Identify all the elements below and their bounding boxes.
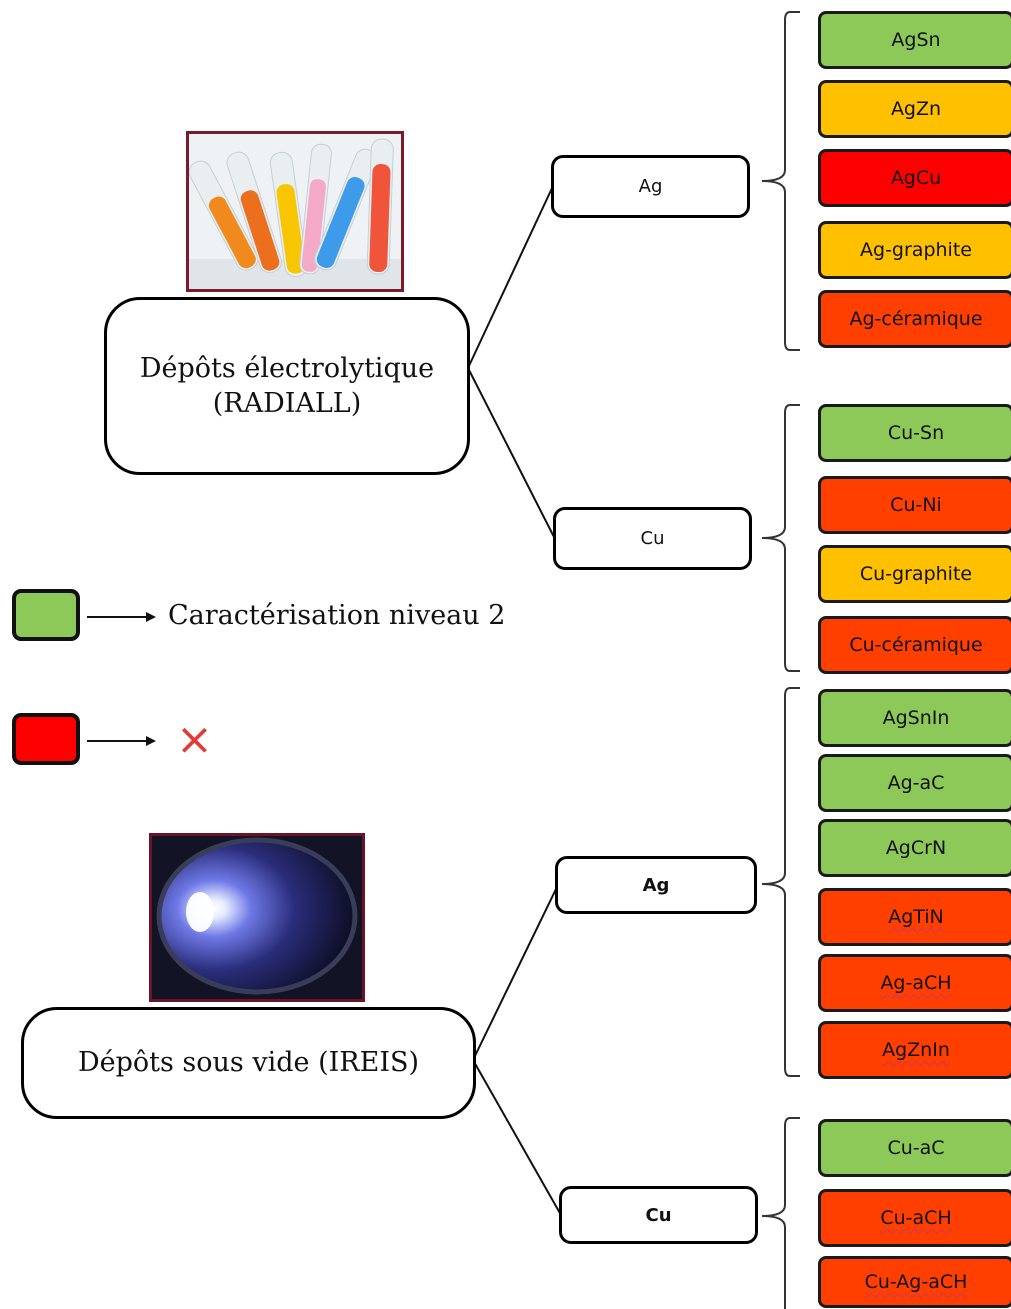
connector-ireis-cu <box>472 1059 562 1216</box>
leaf-item: Cu-graphite <box>818 545 1011 603</box>
connector-ireis-ag <box>472 886 558 1061</box>
leaf-item: Cu-Ni <box>818 476 1011 534</box>
bracket-radiall-ag <box>761 11 800 351</box>
leaf-label: AgZnIn <box>882 1039 950 1061</box>
branch-node-ireis-ag: Ag <box>555 856 757 914</box>
leaf-item: AgZn <box>818 80 1011 138</box>
plasma-chamber-photo <box>149 833 365 1002</box>
leaf-item: Cu-aCH <box>818 1189 1011 1247</box>
leaf-item: Cu-aC <box>818 1119 1011 1177</box>
leaf-label: Cu-Ag-aCH <box>864 1271 968 1293</box>
leaf-item: Cu-Ag-aCH <box>818 1256 1011 1308</box>
legend-swatch-green <box>12 589 80 641</box>
leaf-item: AgZnIn <box>818 1021 1011 1079</box>
leaf-item: Ag-aC <box>818 754 1011 812</box>
leaf-item: AgCrN <box>818 819 1011 877</box>
leaf-item: Cu-céramique <box>818 616 1011 674</box>
main-node-ireis: Dépôts sous vide (IREIS) <box>21 1007 476 1119</box>
connector-radiall-cu <box>467 367 556 540</box>
leaf-item: Ag-graphite <box>818 221 1011 279</box>
leaf-item: Cu-Sn <box>818 404 1011 462</box>
leaf-item: AgCu <box>818 149 1011 207</box>
connector-radiall-ag <box>467 185 554 369</box>
main-node-radiall: Dépôts électrolytique (RADIALL) <box>104 297 470 475</box>
right-arrow-icon <box>87 736 156 746</box>
leaf-item: AgSnIn <box>818 689 1011 747</box>
legend-swatch-red <box>12 713 80 765</box>
leaf-item: AgTiN <box>818 888 1011 946</box>
branch-node-radiall-ag: Ag <box>551 155 750 218</box>
legend-label-level2: Caractérisation niveau 2 <box>168 600 506 631</box>
branch-node-ireis-cu: Cu <box>559 1186 758 1244</box>
leaf-label: Ag-aCH <box>880 972 952 994</box>
leaf-item: Ag-aCH <box>818 954 1011 1012</box>
leaf-item: AgSn <box>818 11 1011 69</box>
right-arrow-icon <box>87 612 156 622</box>
leaf-item: Ag-céramique <box>818 290 1011 348</box>
test-tubes-photo <box>186 131 404 292</box>
branch-node-radiall-cu: Cu <box>553 507 752 570</box>
leaf-label: AgTiN <box>888 906 944 928</box>
bracket-ireis-cu <box>761 1117 800 1309</box>
cross-icon: × <box>176 714 213 765</box>
bracket-radiall-cu <box>761 404 800 672</box>
bracket-ireis-ag <box>761 687 800 1077</box>
leaf-label: Cu-aCH <box>880 1207 952 1229</box>
